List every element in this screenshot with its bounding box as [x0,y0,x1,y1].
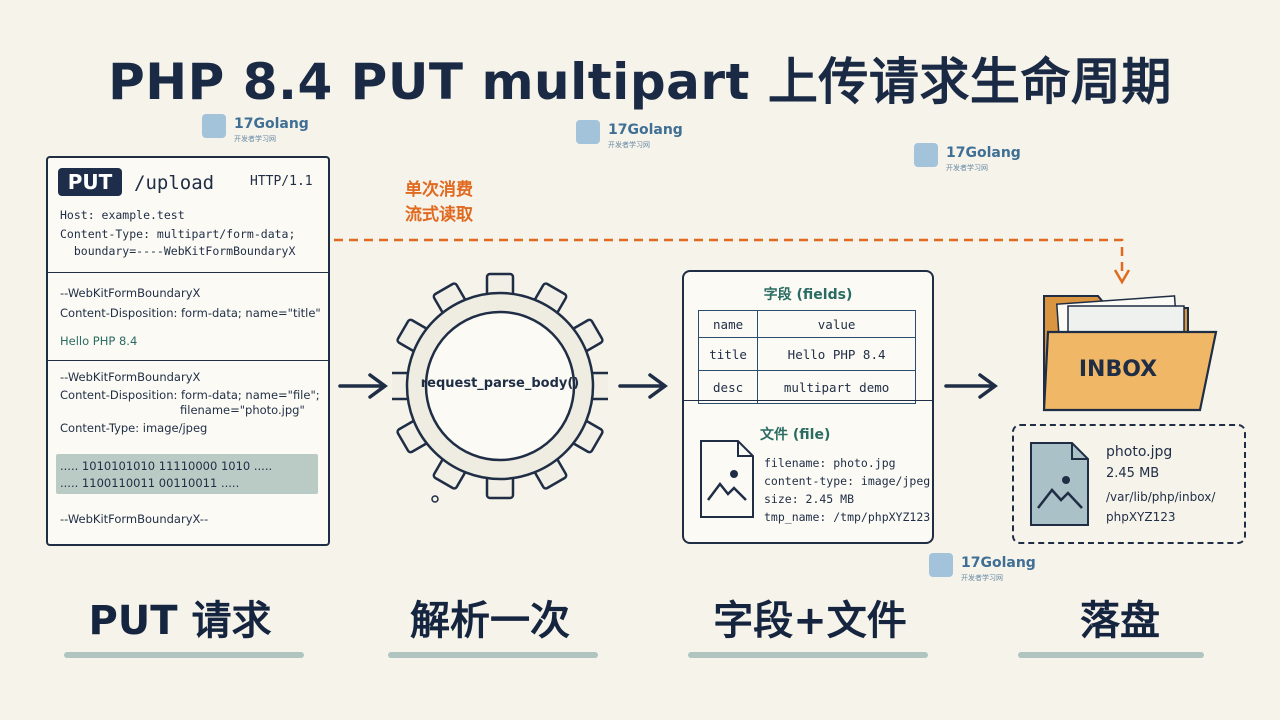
table-cell: Hello PHP 8.4 [757,337,916,371]
watermark-logo-icon [914,143,938,167]
content-type-line: Content-Type: image/jpeg [60,421,208,435]
caption-put-request: PUT 请求 [88,598,272,644]
watermark-brand: 17Golang [946,145,1021,161]
fields-table: name value title Hello PHP 8.4 desc mult… [697,310,916,404]
table-row: title Hello PHP 8.4 [697,337,916,371]
http-request-card: PUT /upload HTTP/1.1 Host: example.test … [46,156,330,546]
watermark-logo-icon [576,120,600,144]
field-value: Hello PHP 8.4 [60,334,138,348]
table-row: desc multipart demo [697,370,916,404]
header-line: Host: example.test [60,208,185,222]
saved-file-card: photo.jpg 2.45 MB /var/lib/php/inbox/ ph… [1012,424,1246,544]
brush-underline [688,652,928,658]
table-header-row: name value [697,310,916,338]
file-title: 文件 (file) [760,427,831,443]
file-meta-line: content-type: image/jpeg [764,474,931,488]
table-cell: desc [697,370,759,404]
fields-title: 字段 (fields) [763,287,853,303]
caption-parse-once: 解析一次 [410,598,570,644]
watermark-sub: 开发者学习网 [946,164,988,172]
boundary-line: --WebKitFormBoundaryX [60,286,201,300]
disposition-line: Content-Disposition: form-data; name="ti… [60,306,321,320]
binary-payload [56,454,318,494]
header-line: boundary=----WebKitFormBoundaryX [60,244,296,258]
inbox-label: INBOX [1078,357,1158,382]
file-meta-line: size: 2.45 MB [764,492,855,506]
boundary-line: --WebKitFormBoundaryX [60,370,201,384]
caption-persist: 落盘 [1080,598,1160,644]
watermark-logo-icon [202,114,226,138]
request-path: /upload [134,172,215,194]
request-protocol: HTTP/1.1 [250,174,313,189]
arrow-right-icon [338,373,388,399]
file-meta-line: filename: photo.jpg [764,456,896,470]
inbox-folder-icon [1042,295,1218,412]
end-boundary-line: --WebKitFormBoundaryX-- [60,512,209,526]
stream-note-1: 单次消费 [405,180,473,200]
brush-underline [388,652,598,658]
gear-icon [392,272,608,503]
column-header: value [757,310,916,338]
stream-note-2: 流式读取 [405,205,473,225]
watermark-brand: 17Golang [961,555,1036,571]
divider [684,400,932,401]
binary-line: ..... 1100110011 00110011 ..... [60,476,240,490]
brush-underline [1018,652,1204,658]
saved-file-line: /var/lib/php/inbox/ [1106,490,1216,504]
parsed-result-card: 字段 (fields) name value title Hello PHP 8… [682,270,934,544]
stream-arrow [334,238,1131,285]
watermark-sub: 开发者学习网 [608,141,650,149]
saved-file-line: 2.45 MB [1106,466,1160,481]
image-file-icon [700,440,754,518]
watermark-sub: 开发者学习网 [234,135,276,143]
disposition-line: Content-Disposition: form-data; name="fi… [60,388,320,402]
header-line: Content-Type: multipart/form-data; [60,227,296,241]
disposition-line: filename="photo.jpg" [180,403,305,417]
watermark-sub: 开发者学习网 [961,574,1003,582]
saved-file-line: photo.jpg [1106,444,1173,460]
image-file-icon [1030,442,1089,526]
method-badge: PUT [58,168,122,196]
parser-label: request_parse_body() [420,376,580,391]
arrow-right-icon [618,373,668,399]
file-meta-line: tmp_name: /tmp/phpXYZ123 [764,510,931,524]
saved-file-line: phpXYZ123 [1106,510,1176,524]
divider [48,360,328,361]
binary-line: ..... 1010101010 11110000 1010 ..... [60,459,273,473]
watermark-brand: 17Golang [608,122,683,138]
page-title: PHP 8.4 PUT multipart 上传请求生命周期 [108,53,1172,111]
watermark-brand: 17Golang [234,116,309,132]
brush-underline [64,652,304,658]
arrow-right-icon [944,373,998,399]
watermark-logo-icon [929,553,953,577]
caption-fields-file: 字段+文件 [713,598,907,644]
column-header: name [697,310,759,338]
table-cell: multipart demo [757,370,916,404]
divider [48,272,328,273]
table-cell: title [697,337,759,371]
